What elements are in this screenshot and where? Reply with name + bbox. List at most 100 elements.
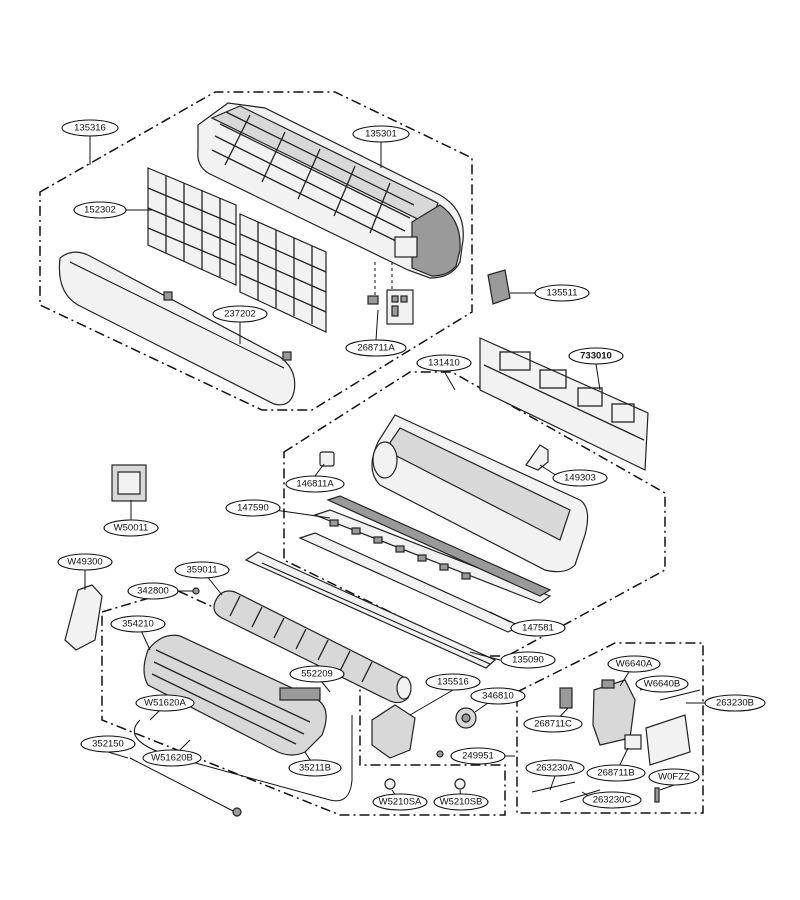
front-grille [197, 102, 464, 279]
sensor-wire-c [659, 689, 701, 701]
callout-147590-label: 147590 [237, 503, 269, 514]
fan-motor-bracket [371, 704, 416, 759]
clamp-b [454, 778, 466, 790]
callout-135511: 135511 [534, 284, 590, 302]
callout-W50011-label: W50011 [114, 523, 149, 534]
chassis [371, 414, 589, 573]
callout-354210-label: 354210 [122, 619, 154, 630]
callout-268711A: 268711A [345, 339, 407, 357]
callout-135316-label: 135316 [74, 123, 106, 134]
sensor-holder [624, 734, 642, 750]
callout-W0FZZ: W0FZZ [648, 768, 700, 786]
callout-263230A: 263230A [525, 759, 585, 777]
swing-motor-part [455, 707, 477, 729]
callout-268711A-label: 268711A [357, 343, 395, 354]
bracket [525, 444, 549, 471]
bearing-part [192, 587, 200, 595]
callout-249951-label: 249951 [462, 751, 494, 762]
callout-342800-label: 342800 [137, 586, 169, 597]
callout-359011-label: 359011 [187, 565, 218, 576]
front-panel [58, 251, 296, 406]
callout-W49300: W49300 [57, 553, 113, 571]
callout-35211B: 35211B [288, 759, 342, 777]
front-panel-group-boundary [39, 91, 473, 411]
air-filter-mesh [147, 176, 327, 324]
callout-W49300-label: W49300 [67, 557, 102, 568]
sensor-wire-b [559, 789, 601, 803]
front-panel-clip-right [282, 351, 292, 361]
callout-W5210SB: W5210SB [433, 793, 489, 811]
callout-552209: 552209 [289, 665, 345, 683]
bracket-part [525, 444, 549, 471]
fan-blade-lines [229, 595, 373, 683]
callout-146811A-label: 146811A [296, 479, 334, 490]
cross-flow-fan [213, 590, 412, 704]
display-led-3 [391, 305, 399, 317]
callout-W0FZZ-label: W0FZZ [658, 772, 690, 783]
front-grille-body [197, 102, 464, 279]
callout-352150-label: 352150 [92, 739, 124, 750]
callout-237202-label: 237202 [224, 309, 256, 320]
chassis-drain [384, 427, 571, 541]
pcb-connector-b [601, 679, 615, 689]
vane-assembly [313, 495, 552, 604]
callout-W6640A: W6640A [607, 655, 661, 673]
chassis-group-boundary [283, 371, 666, 657]
callout-263230B-label: 263230B [716, 698, 754, 709]
callout-W5210SA-label: W5210SA [379, 797, 422, 808]
callout-135516: 135516 [425, 673, 481, 691]
callout-552209-label: 552209 [301, 669, 333, 680]
front-grille-side [411, 204, 461, 277]
callout-249951: 249951 [450, 747, 506, 765]
callout-268711C-label: 268711C [534, 719, 572, 730]
callout-237202: 237202 [212, 305, 268, 323]
callout-152302-label: 152302 [84, 205, 116, 216]
installation-plate-ribs [483, 351, 645, 441]
callout-135301-label: 135301 [365, 129, 397, 140]
callout-354210: 354210 [110, 615, 166, 633]
callout-149303-label: 149303 [564, 473, 596, 484]
side-cover [487, 269, 511, 305]
evaporator [143, 634, 327, 756]
clamp-a [384, 778, 396, 790]
cap [319, 451, 335, 467]
callout-146811A: 146811A [285, 475, 345, 493]
fan-hub [396, 676, 412, 700]
display-assembly [367, 262, 414, 325]
front-panel-body [58, 251, 296, 406]
callout-W6640B: W6640B [635, 675, 689, 693]
cross-flow-fan-body [213, 590, 412, 704]
vane-bar [326, 495, 552, 597]
evaporator-pipes [279, 687, 321, 701]
callout-135516-label: 135516 [437, 677, 469, 688]
callout-268711C: 268711C [523, 715, 583, 733]
callout-359011: 359011 [174, 561, 230, 579]
pipe-loop [133, 715, 353, 802]
display-led-1 [391, 295, 399, 303]
callout-135301: 135301 [352, 125, 410, 143]
callout-135511-label: 135511 [547, 288, 578, 299]
fan-motor-part [371, 704, 416, 759]
horizontal-louver [244, 551, 497, 669]
callout-268711B: 268711B [586, 764, 646, 782]
callout-W51620A-label: W51620A [144, 698, 186, 709]
callout-W51620B-label: W51620B [151, 753, 193, 764]
callout-147581-label: 147581 [522, 623, 554, 634]
callout-152302: 152302 [73, 201, 127, 219]
callout-263230C-label: 263230C [593, 795, 632, 806]
drain-hose-part [129, 757, 242, 817]
installation-plate [479, 337, 649, 471]
callout-352150: 352150 [80, 735, 136, 753]
callout-W51620A: W51620A [135, 694, 195, 712]
display-window [394, 236, 418, 258]
clamps-part [384, 778, 466, 790]
display-led-2 [400, 295, 408, 303]
callout-35211B-label: 35211B [299, 763, 331, 774]
air-filter [147, 167, 327, 333]
callout-135090: 135090 [500, 651, 556, 669]
control-box [531, 679, 701, 803]
callout-263230C: 263230C [582, 791, 642, 809]
bearing [192, 587, 200, 595]
front-grille-pattern [211, 111, 415, 244]
